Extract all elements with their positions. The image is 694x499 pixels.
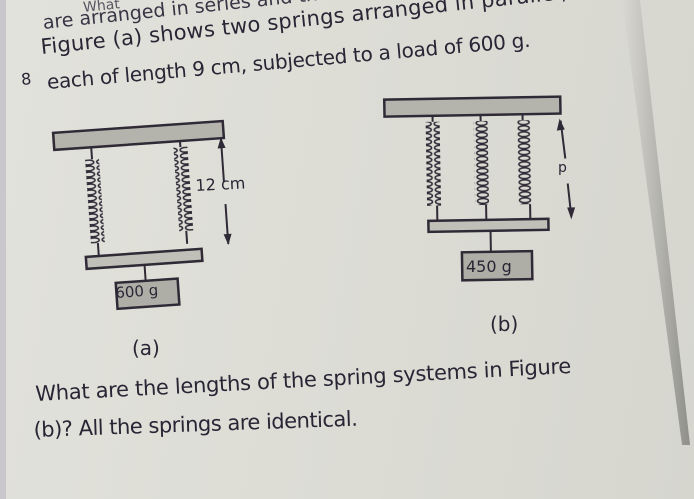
load-block-b [460,249,534,282]
length-label-b: p [558,160,567,176]
figure-b [382,95,576,282]
spring-b2 [473,120,490,206]
figure-a-caption: (a) [132,336,160,360]
spring-a2 [173,146,194,232]
arrow-down-icon [223,233,232,245]
figure-b-caption: (b) [490,312,519,336]
load-label-b: 450 g [466,257,512,276]
length-label-a: 12 cm [195,173,246,195]
load-label-a: 600 g [114,281,159,302]
arrow-down-icon [567,207,576,220]
figure-a [51,119,232,311]
spring-b1 [425,121,442,206]
arrow-up-icon [556,118,565,131]
spring-a1 [85,158,105,244]
ceiling-bar-b [382,95,562,118]
ceiling-bar-a [51,119,226,152]
spring-b3 [516,120,533,205]
bottom-bar-b [427,217,550,234]
load-block-a [114,277,181,311]
arrow-up-icon [217,137,226,149]
